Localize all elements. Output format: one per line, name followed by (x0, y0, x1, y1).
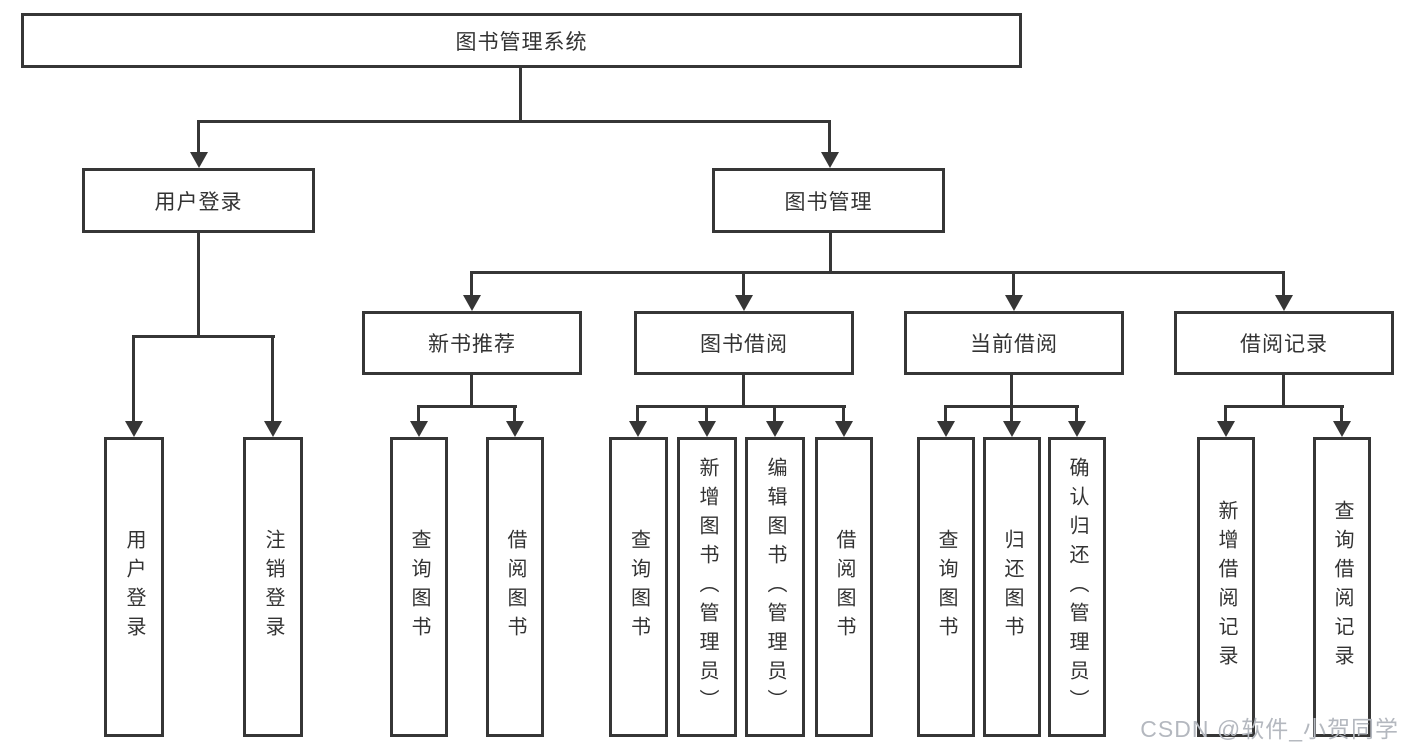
arrowhead-down-icon (1333, 421, 1351, 437)
edge-arrow-user-login-leaf (125, 335, 143, 437)
arrowhead-down-icon (125, 421, 143, 437)
edge-arrow-borrowing-records (1275, 271, 1293, 311)
arrowhead-down-icon (1217, 421, 1235, 437)
node-borrow-books-borrowing: 借阅图书 (815, 437, 873, 737)
edge-arrow-stem (1010, 405, 1013, 423)
edge-arrow-add-borrow-record (1217, 405, 1235, 437)
edge-arrow-new-book-recommend (463, 271, 481, 311)
edge-arrow-query-borrow-record (1333, 405, 1351, 437)
node-book-management-module: 图书管理 (712, 168, 945, 233)
arrowhead-down-icon (1275, 295, 1293, 311)
edge-arrow-stem (773, 405, 776, 423)
edge-recommend-rail (419, 405, 517, 408)
edge-root-stem (519, 68, 522, 122)
edge-arrow-stem (417, 405, 420, 423)
edge-arrow-stem (513, 405, 516, 423)
arrowhead-down-icon (766, 421, 784, 437)
edge-arrow-stem (1340, 405, 1343, 423)
edge-arrow-stem (470, 271, 473, 297)
edge-book-management-stem (829, 233, 832, 274)
edge-user-login-rail (134, 335, 275, 338)
node-logout-leaf: 注销登录 (243, 437, 303, 737)
node-query-books-current: 查询图书 (917, 437, 975, 737)
node-query-borrow-record: 查询借阅记录 (1313, 437, 1371, 737)
edge-arrow-edit-books (766, 405, 784, 437)
edge-arrow-borrow-books-2 (835, 405, 853, 437)
arrowhead-down-icon (190, 152, 208, 168)
edge-level3-rail (472, 271, 1285, 274)
arrowhead-down-icon (735, 295, 753, 311)
arrowhead-down-icon (629, 421, 647, 437)
edge-level2-rail (199, 120, 831, 123)
edge-arrow-stem (1282, 271, 1285, 297)
arrowhead-down-icon (410, 421, 428, 437)
node-edit-books-admin: 编辑图书（管理员） (745, 437, 805, 737)
node-query-books-borrowing: 查询图书 (609, 437, 668, 737)
edge-arrow-stem (1075, 405, 1078, 423)
edge-arrow-user-login (190, 120, 208, 168)
edge-borrowing-rail (638, 405, 846, 408)
node-user-login-leaf: 用户登录 (104, 437, 164, 737)
edge-arrow-logout-leaf (264, 335, 282, 437)
arrowhead-down-icon (506, 421, 524, 437)
edge-arrow-stem (132, 335, 135, 423)
node-borrow-books-recommend: 借阅图书 (486, 437, 544, 737)
edge-records-rail (1226, 405, 1344, 408)
arrowhead-down-icon (1068, 421, 1086, 437)
edge-borrowing-stem (742, 375, 745, 408)
node-user-login-module: 用户登录 (82, 168, 315, 233)
edge-arrow-stem (705, 405, 708, 423)
node-new-book-recommend: 新书推荐 (362, 311, 582, 375)
arrowhead-down-icon (264, 421, 282, 437)
arrowhead-down-icon (698, 421, 716, 437)
arrowhead-down-icon (821, 152, 839, 168)
edge-arrow-stem (742, 271, 745, 297)
edge-arrow-stem (197, 120, 200, 154)
node-current-borrowing: 当前借阅 (904, 311, 1124, 375)
edge-user-login-stem (197, 233, 200, 338)
edge-arrow-confirm-return (1068, 405, 1086, 437)
node-borrowing-records: 借阅记录 (1174, 311, 1394, 375)
edge-arrow-stem (1224, 405, 1227, 423)
edge-arrow-return-books (1003, 405, 1021, 437)
arrowhead-down-icon (835, 421, 853, 437)
edge-arrow-stem (828, 120, 831, 154)
node-add-borrow-record: 新增借阅记录 (1197, 437, 1255, 737)
edge-arrow-query-books-1 (410, 405, 428, 437)
edge-arrow-current-borrowing (1005, 271, 1023, 311)
edge-arrow-book-management (821, 120, 839, 168)
node-return-books: 归还图书 (983, 437, 1041, 737)
arrowhead-down-icon (1003, 421, 1021, 437)
arrowhead-down-icon (463, 295, 481, 311)
node-confirm-return-admin: 确认归还（管理员） (1048, 437, 1106, 737)
edge-arrow-stem (1012, 271, 1015, 297)
edge-current-stem (1010, 375, 1013, 408)
arrowhead-down-icon (937, 421, 955, 437)
edge-arrow-borrow-books-1 (506, 405, 524, 437)
node-query-books-recommend: 查询图书 (390, 437, 448, 737)
edge-arrow-book-borrowing (735, 271, 753, 311)
edge-arrow-query-books-3 (937, 405, 955, 437)
edge-arrow-stem (636, 405, 639, 423)
edge-arrow-add-books (698, 405, 716, 437)
edge-arrow-stem (944, 405, 947, 423)
edge-arrow-stem (842, 405, 845, 423)
edge-arrow-stem (271, 335, 274, 423)
arrowhead-down-icon (1005, 295, 1023, 311)
edge-recommend-stem (470, 375, 473, 408)
node-add-books-admin: 新增图书（管理员） (677, 437, 737, 737)
node-book-borrowing: 图书借阅 (634, 311, 854, 375)
edge-records-stem (1282, 375, 1285, 408)
node-library-system-root: 图书管理系统 (21, 13, 1022, 68)
watermark-text: CSDN @软件_小贺同学 (1140, 716, 1399, 742)
edge-arrow-query-books-2 (629, 405, 647, 437)
